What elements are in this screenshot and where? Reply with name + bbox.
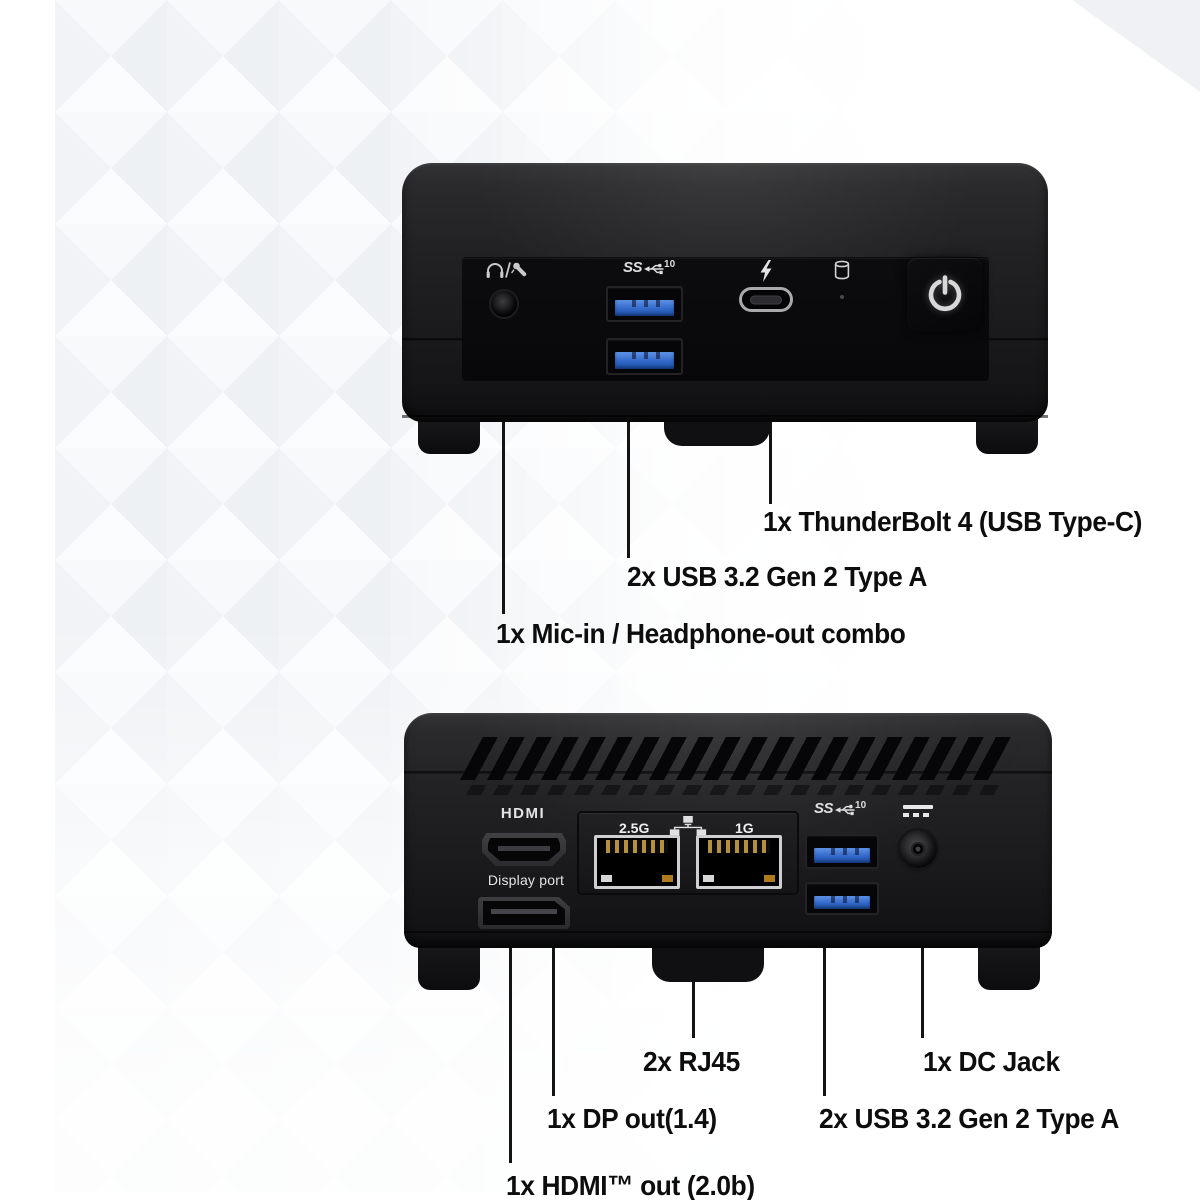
callout-rear-usb-text: 2x USB 3.2 Gen 2 Type A: [819, 1103, 1120, 1134]
rj45-port-2-5g: [594, 835, 680, 889]
hdmi-port: [482, 833, 566, 866]
hdmi-port-tongue: [498, 846, 550, 851]
lan-speed-2-5g: 2.5G: [619, 820, 650, 836]
displayport-tongue: [491, 909, 557, 914]
dc-icon-dashed-bar: [903, 813, 933, 817]
usb-logo-ss-text: SS: [623, 259, 643, 276]
callout-thunderbolt-text: 1x ThunderBolt 4 (USB Type-C): [763, 506, 1143, 537]
front-usb-a-port-1: [606, 286, 683, 322]
callout-audio-combo: 1x Mic-in / Headphone-out combo: [496, 618, 906, 650]
leader-line-audio-combo: [502, 300, 505, 614]
callout-dc-jack: 1x DC Jack: [923, 1046, 1060, 1078]
audio-combo-jack: [491, 291, 517, 317]
callout-rj45-text: 2x RJ45: [643, 1046, 740, 1077]
vent-slats: [460, 737, 1023, 780]
hdd-activity-icon: [834, 260, 850, 286]
displayport-port: [478, 897, 570, 929]
usb-logo-speed-text: 10: [855, 800, 867, 811]
callout-dp-out: 1x DP out(1.4): [547, 1103, 717, 1135]
rj45-led-amber: [662, 875, 673, 882]
lan-speed-1g: 1G: [735, 820, 754, 836]
dc-jack-port: [899, 830, 937, 868]
callout-front-usb-text: 2x USB 3.2 Gen 2 Type A: [627, 561, 928, 592]
dc-power-icon: [903, 805, 933, 817]
rj45-led-amber: [764, 875, 775, 882]
hdd-activity-led: [840, 295, 844, 299]
callout-hdmi-out-text: 1x HDMI™ out (2.0b): [506, 1170, 755, 1200]
power-icon: [928, 274, 961, 311]
front-usb-a-port-2: [606, 338, 683, 375]
headphone-mic-icon: [485, 261, 527, 284]
lan-module: 2.5G 1G: [579, 813, 797, 893]
front-body-bottom-seam: [402, 415, 1048, 418]
rj45-port-1g: [696, 835, 782, 889]
vent-slats-small: [466, 785, 1000, 795]
callout-dc-jack-text: 1x DC Jack: [923, 1046, 1060, 1077]
rear-usb-a-port-2: [805, 882, 879, 915]
callout-front-usb: 2x USB 3.2 Gen 2 Type A: [627, 561, 927, 593]
usb-trident-icon: [644, 263, 664, 275]
leader-line-hdmi: [509, 850, 512, 1163]
usb-trident-icon: [835, 804, 855, 816]
displayport-label: Display port: [487, 872, 565, 888]
usb-logo-speed-text: 10: [664, 259, 676, 270]
mini-pc-front-view: SS 10: [402, 163, 1048, 422]
thunderbolt-icon: [759, 260, 773, 287]
usb-logo-ss-text: SS: [814, 800, 834, 817]
hdmi-port-label: HDMI: [500, 805, 546, 822]
callout-hdmi-out: 1x HDMI™ out (2.0b): [506, 1170, 755, 1200]
leader-line-displayport: [552, 905, 555, 1096]
callout-dp-out-text: 1x DP out(1.4): [547, 1103, 717, 1134]
rj45-led-window: [601, 875, 612, 882]
power-button-panel: [907, 258, 982, 331]
leader-line-rear-usb: [823, 895, 826, 1096]
thunderbolt-usb-c-port: [739, 287, 793, 312]
callout-rear-usb: 2x USB 3.2 Gen 2 Type A: [819, 1103, 1119, 1135]
usb-ss10-logo: SS 10: [623, 260, 675, 276]
rear-body-bottom-seam: [404, 931, 1052, 934]
dc-icon-solid-bar: [903, 805, 933, 809]
rear-usb-a-port-1: [805, 834, 879, 869]
usb-ss10-logo-rear: SS 10: [814, 801, 866, 817]
callout-thunderbolt: 1x ThunderBolt 4 (USB Type-C): [763, 506, 1142, 538]
mini-pc-rear-view: HDMI Display port 2.5G: [404, 713, 1052, 948]
front-io-panel: SS 10: [463, 258, 988, 380]
rj45-led-window: [703, 875, 714, 882]
callout-rj45: 2x RJ45: [643, 1046, 740, 1078]
callout-audio-combo-text: 1x Mic-in / Headphone-out combo: [496, 618, 906, 649]
leader-line-front-usb: [627, 350, 630, 558]
corner-facet-triangle: [1072, 0, 1200, 92]
